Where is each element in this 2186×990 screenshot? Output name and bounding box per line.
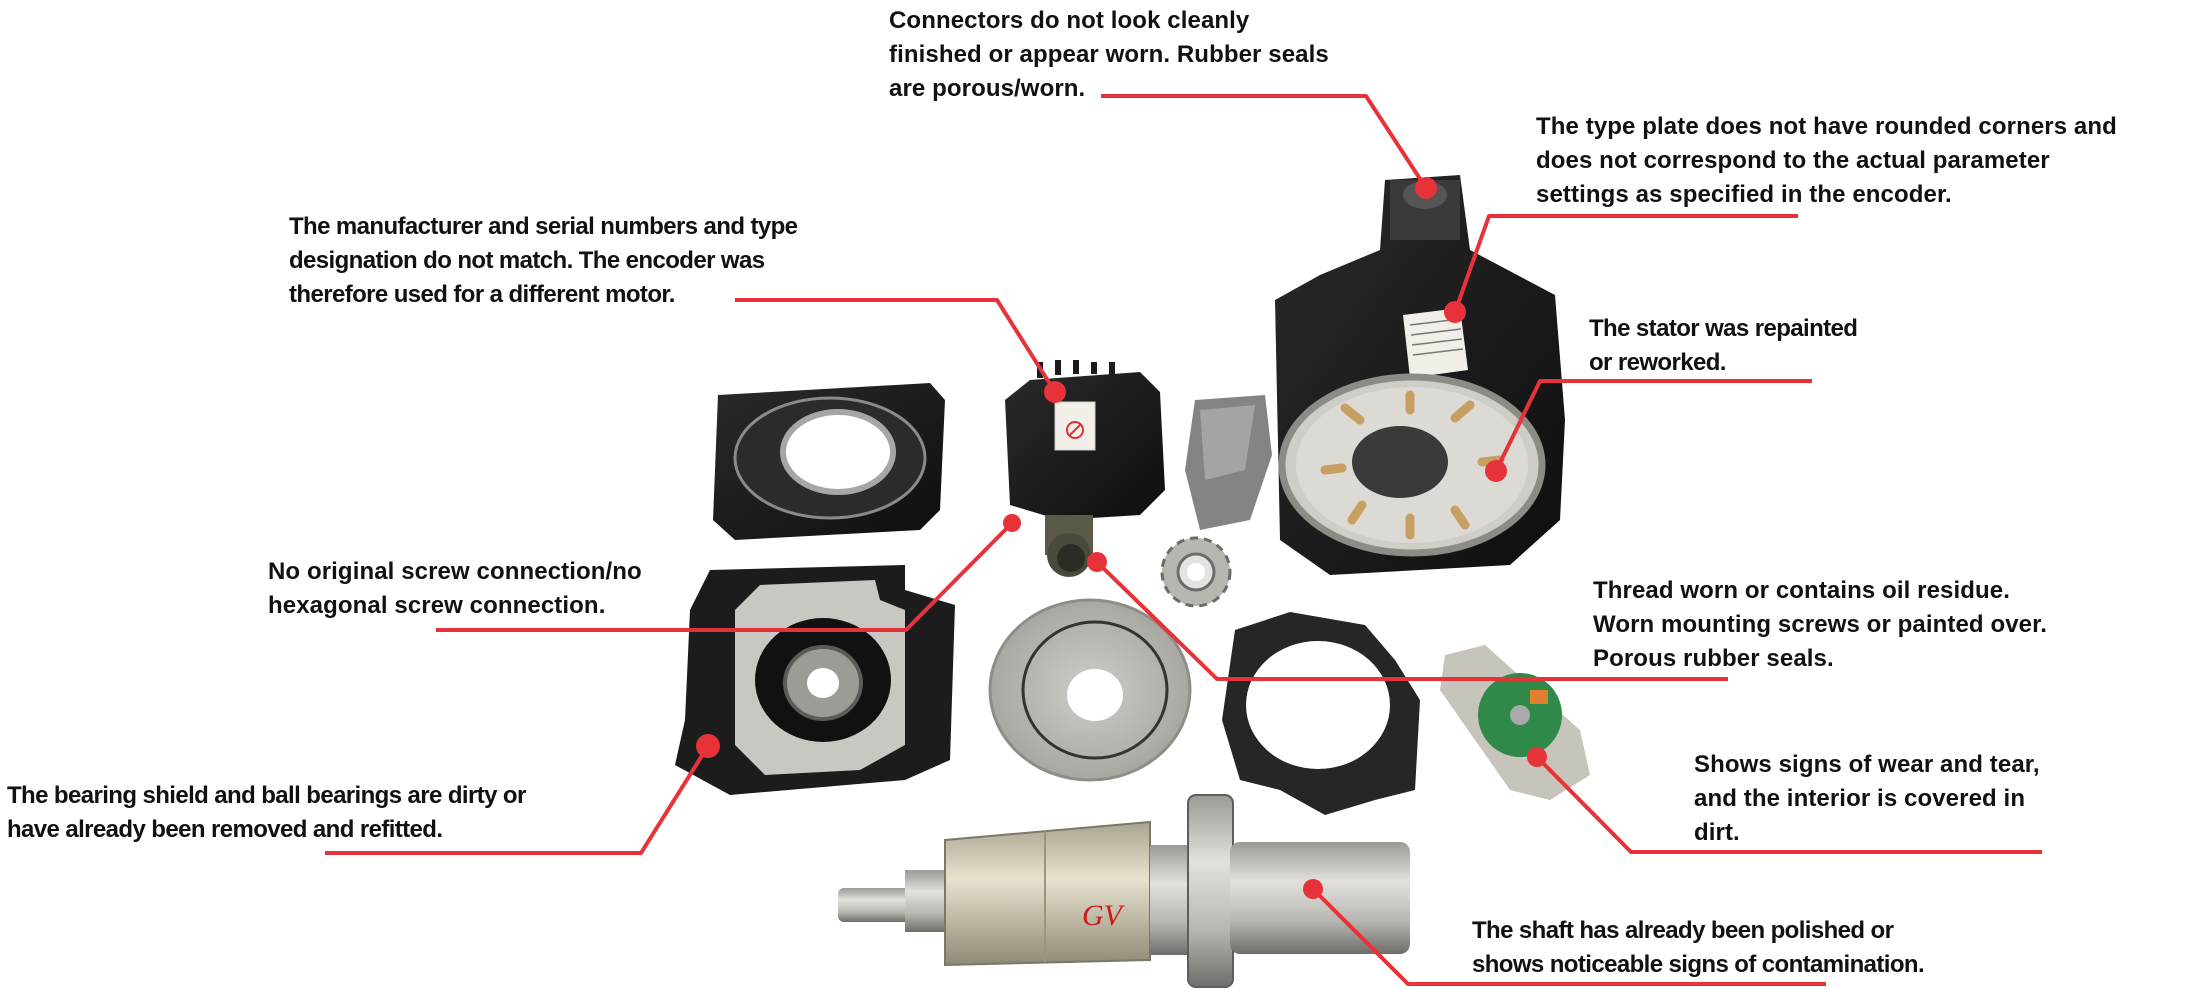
callout-line: settings as specified in the encoder. xyxy=(1536,181,1952,208)
callout-stator: The stator was repainted or reworked. xyxy=(1589,312,1858,380)
callout-line: The stator was repainted xyxy=(1589,315,1858,342)
callout-line: Connectors do not look cleanly xyxy=(889,7,1250,34)
marker-dot-bearing xyxy=(696,734,720,758)
callout-wear: Shows signs of wear and tear, and the in… xyxy=(1694,748,2040,850)
marker-dot-manufacturer xyxy=(1044,381,1066,403)
leader-line-wear xyxy=(1535,755,2042,854)
callout-connectors: Connectors do not look cleanly finished … xyxy=(889,4,1329,106)
callout-line: are porous/worn. xyxy=(889,75,1086,102)
callout-line: Porous rubber seals. xyxy=(1593,645,1834,672)
marker-dot-thread xyxy=(1087,552,1107,572)
encoder-bracket-part xyxy=(1222,612,1420,815)
rotor-marking: GV xyxy=(1082,899,1126,932)
callout-type-plate: The type plate does not have rounded cor… xyxy=(1536,110,2117,212)
callout-line: No original screw connection/no xyxy=(268,558,642,585)
callout-line: The bearing shield and ball bearings are… xyxy=(7,782,526,809)
callout-thread: Thread worn or contains oil residue. Wor… xyxy=(1593,574,2047,676)
callout-line: therefore used for a different motor. xyxy=(289,281,675,308)
callout-screw: No original screw connection/no hexagona… xyxy=(268,555,642,623)
callout-line: dirt. xyxy=(1694,819,1740,846)
leader-line-manufacturer xyxy=(735,298,1057,394)
callout-line: does not correspond to the actual parame… xyxy=(1536,147,2050,174)
callout-line: Worn mounting screws or painted over. xyxy=(1593,611,2047,638)
encoder-part xyxy=(1005,360,1165,577)
marker-dot-connectors xyxy=(1415,177,1437,199)
callout-line: or reworked. xyxy=(1589,349,1726,376)
motor-housing-part xyxy=(1275,175,1565,575)
plastic-bag-part xyxy=(1185,395,1272,530)
marker-dot-screw xyxy=(1003,514,1021,532)
marker-dot-type-plate xyxy=(1444,301,1466,323)
callout-line: The type plate does not have rounded cor… xyxy=(1536,113,2117,140)
rear-flange-part xyxy=(713,383,945,540)
callout-line: and the interior is covered in xyxy=(1694,785,2026,812)
brake-disc-part xyxy=(988,598,1192,782)
callout-line: finished or appear worn. Rubber seals xyxy=(889,41,1329,68)
callout-line: hexagonal screw connection. xyxy=(268,592,606,619)
leader-line-connectors xyxy=(1101,94,1428,190)
leader-line-shaft xyxy=(1311,887,1826,986)
callout-line: Shows signs of wear and tear, xyxy=(1694,751,2040,778)
leader-line-thread xyxy=(1095,560,1728,681)
leader-line-type-plate xyxy=(1453,214,1798,313)
leader-line-screw xyxy=(436,521,1014,632)
leader-line-stator xyxy=(1494,379,1812,472)
callout-line: Thread worn or contains oil residue. xyxy=(1593,577,2011,604)
leader-line-bearing xyxy=(325,744,710,855)
marker-dot-shaft xyxy=(1303,879,1323,899)
marker-dot-wear xyxy=(1527,747,1547,767)
callout-line: The shaft has already been polished or xyxy=(1472,917,1894,944)
callout-line: have already been removed and refitted. xyxy=(7,816,443,843)
callout-manufacturer: The manufacturer and serial numbers and … xyxy=(289,210,798,312)
callout-shaft: The shaft has already been polished or s… xyxy=(1472,914,1925,982)
encoder-pcb-part xyxy=(1440,645,1590,800)
callout-line: The manufacturer and serial numbers and … xyxy=(289,213,798,240)
callout-line: designation do not match. The encoder wa… xyxy=(289,247,765,274)
callout-line: shows noticeable signs of contamination. xyxy=(1472,951,1925,978)
callout-bearing: The bearing shield and ball bearings are… xyxy=(7,779,526,847)
star-washer-part xyxy=(1160,536,1232,608)
marker-dot-stator xyxy=(1485,460,1507,482)
